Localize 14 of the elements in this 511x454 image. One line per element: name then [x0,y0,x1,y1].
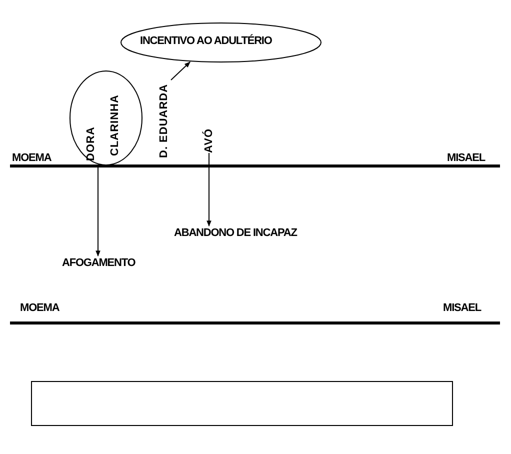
timeline-end-label: MOEMA [20,302,60,314]
vertical-label: AVÓ [203,128,215,153]
vertical-label: DORA [85,126,97,161]
empty-box [31,381,453,426]
vertical-label: CLARINHA [109,94,121,156]
vertical-label: D. EDUARDA [158,84,170,158]
timeline-end-label: MISAEL [447,152,485,164]
node-label: AFOGAMENTO [62,257,136,269]
timeline-end-label: MOEMA [12,152,52,164]
node-label: INCENTIVO AO ADULTÉRIO [140,35,272,47]
arrow [170,62,190,80]
node-label: ABANDONO DE INCAPAZ [174,227,297,239]
arrow [206,152,212,227]
timeline-end-label: MISAEL [443,302,481,314]
